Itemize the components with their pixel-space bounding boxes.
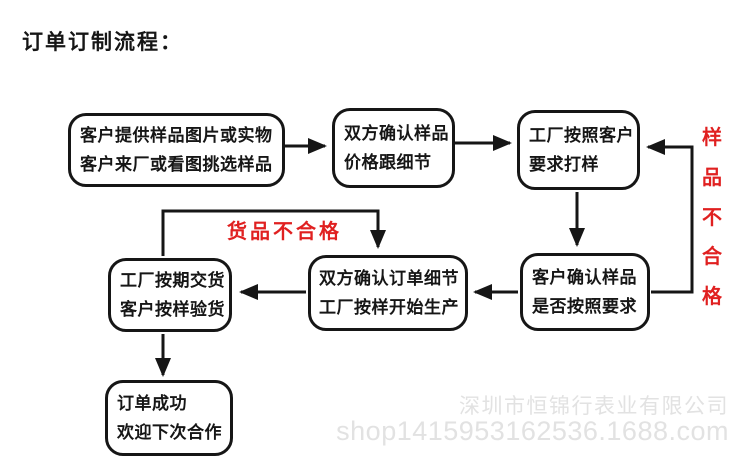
sample-fail-label: 样 品 不 合 格 [701,121,723,309]
flow-box-deliver-inspect: 工厂按期交货 客户按样验货 [108,258,232,332]
sample-fail-char: 样 [702,127,722,149]
flow-box-confirm-sample-price: 双方确认样品 价格跟细节 [332,108,455,188]
box-line: 欢迎下次合作 [117,422,222,442]
box-line: 客户确认样品 [532,267,637,287]
box-line: 要求打样 [529,154,599,174]
watermark-company: 深圳市恒锦行表业有限公司 [459,395,729,418]
box-line: 是否按照要求 [532,296,637,316]
flow-box-confirm-order: 双方确认订单细节 工厂按样开始生产 [308,255,468,331]
box-line: 订单成功 [117,393,187,413]
box-line: 工厂按照客户 [529,125,634,145]
box-line: 工厂按期交货 [120,270,225,290]
flow-box-factory-proofing: 工厂按照客户 要求打样 [517,110,640,190]
box-line: 工厂按样开始生产 [319,297,459,317]
box-line: 双方确认订单细节 [319,268,459,288]
box-line: 双方确认样品 [344,123,449,143]
sample-fail-char: 格 [702,286,722,308]
flow-box-provide-sample: 客户提供样品图片或实物 客户来厂或看图挑选样品 [68,113,285,187]
watermark-shop-url: shop1415953162536.1688.com [336,416,729,446]
flow-box-customer-confirm: 客户确认样品 是否按照要求 [520,253,650,331]
box-line: 客户按样验货 [120,299,225,319]
sample-fail-char: 不 [702,206,722,229]
box-line: 客户来厂或看图挑选样品 [80,154,273,174]
goods-fail-label: 货品不合格 [227,221,342,243]
box-line: 客户提供样品图片或实物 [80,125,273,145]
box-line: 价格跟细节 [344,152,432,172]
arrow-loop-goods-fail [161,209,386,256]
page-title: 订单订制流程： [22,31,183,54]
sample-fail-char: 合 [702,246,722,269]
arrow-loop-sample-fail [646,139,694,294]
sample-fail-char: 品 [702,166,722,189]
flow-box-order-success: 订单成功 欢迎下次合作 [105,380,233,456]
